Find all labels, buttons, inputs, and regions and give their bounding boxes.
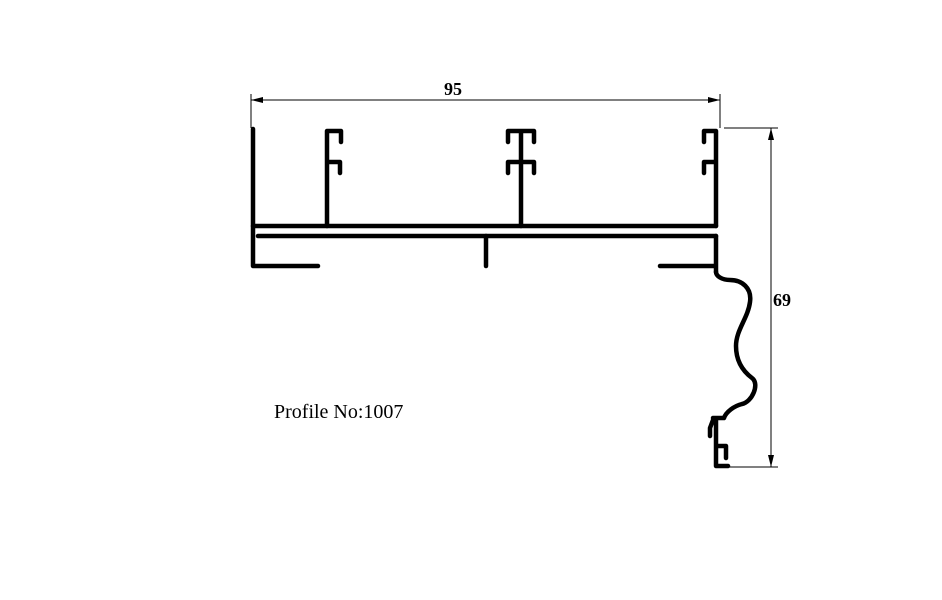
clip-leg-2 (505, 128, 537, 229)
left-wall (250, 126, 321, 269)
height-arrow-bottom (768, 455, 774, 467)
width-dimension: 95 (250, 79, 721, 128)
wavy-nose (710, 269, 758, 421)
width-arrow-left (251, 97, 263, 103)
right-lower-flange (657, 233, 719, 275)
width-arrow-right (708, 97, 720, 103)
width-dimension-value: 95 (444, 79, 462, 99)
profile-number-label: Profile No:1007 (274, 401, 403, 423)
height-dimension: 69 (724, 127, 791, 468)
bottom-hook (707, 417, 731, 469)
aluminium-profile (250, 126, 758, 469)
height-dimension-value: 69 (773, 290, 791, 310)
height-arrow-top (768, 128, 774, 140)
clip-leg-3 (701, 128, 719, 229)
clip-leg-1 (324, 128, 344, 229)
